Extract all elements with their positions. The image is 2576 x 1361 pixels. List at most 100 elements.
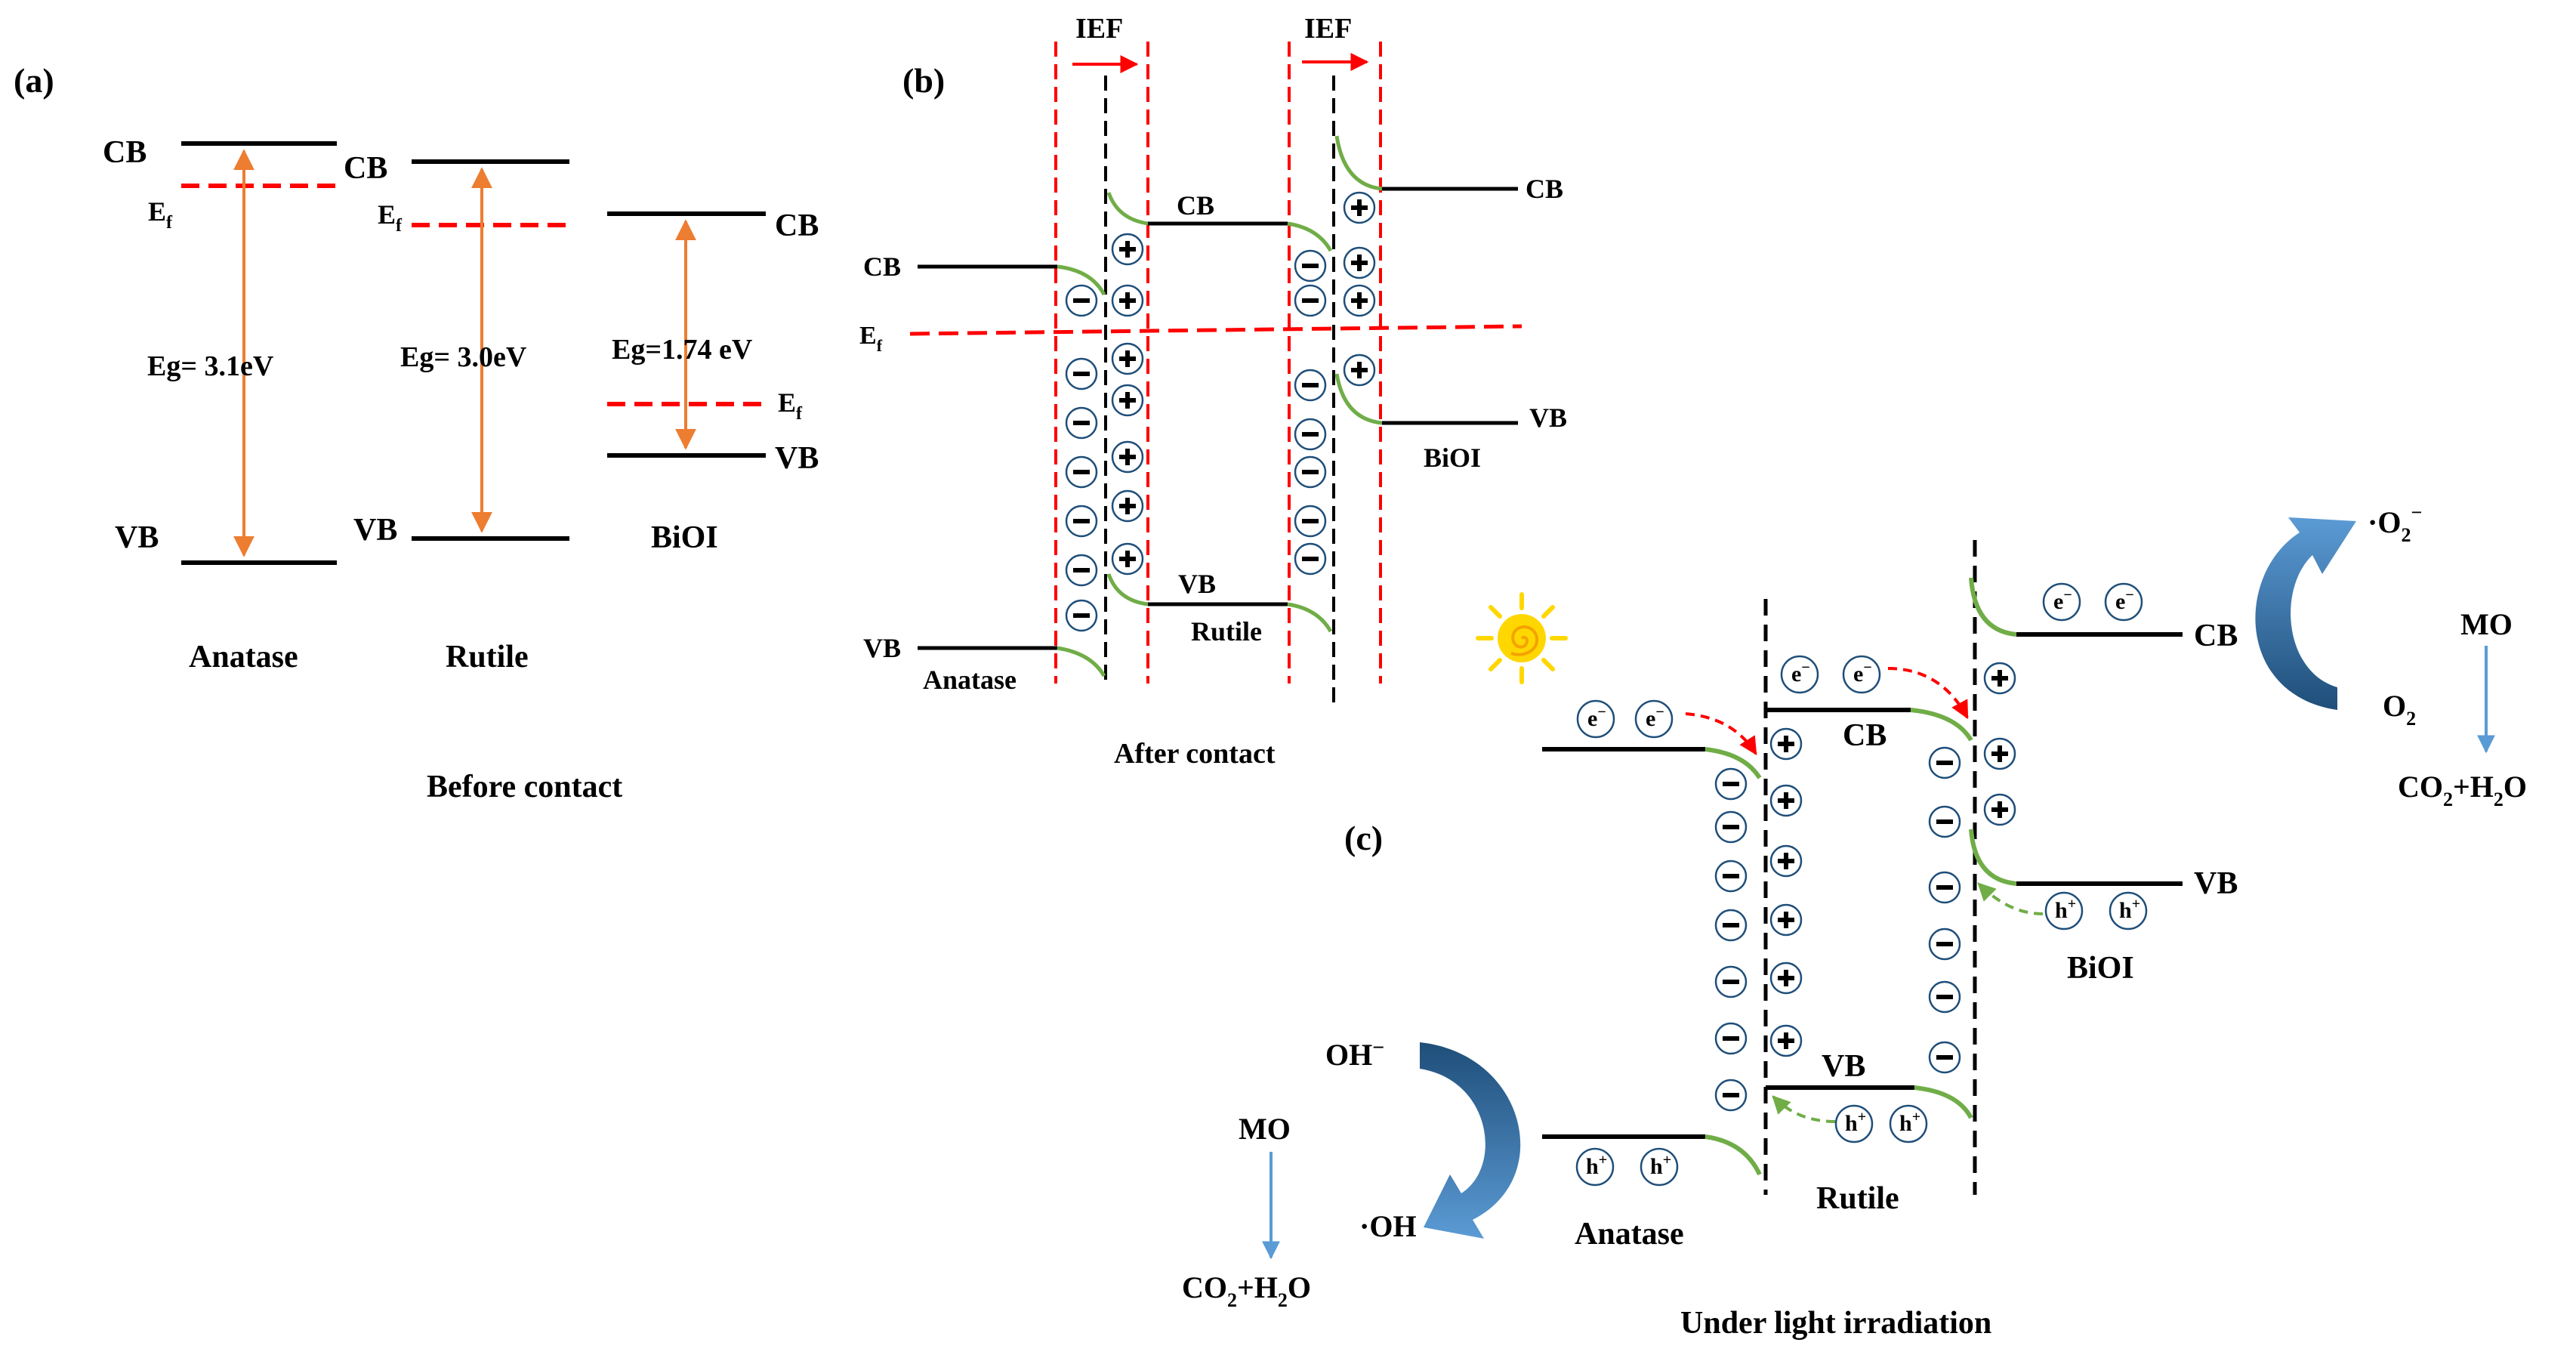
svg-text:Ef: Ef xyxy=(148,196,173,233)
anatase-cb-label: CB xyxy=(103,135,147,170)
negative-charge xyxy=(1928,927,1961,961)
svg-text:e−: e− xyxy=(1646,704,1664,731)
bioi-vb-label: VB xyxy=(775,441,819,476)
svg-text:e−: e− xyxy=(2115,587,2134,614)
rutile-ef-label: E xyxy=(378,199,396,230)
common-fermi-level xyxy=(909,324,1522,336)
negative-charge xyxy=(1714,859,1748,893)
svg-text:·O2−: ·O2− xyxy=(2368,502,2422,546)
bioi-ef-label: E xyxy=(778,387,796,418)
b-anatase-vb: VB xyxy=(863,633,901,663)
superoxide-curved-arrow xyxy=(2255,517,2356,710)
panel-a-label: (a) xyxy=(14,61,54,100)
bioi-ef-sub: f xyxy=(796,404,803,424)
negative-charge xyxy=(1714,965,1748,998)
b-bioi-vb: VB xyxy=(1529,403,1567,433)
anatase-ef-sub: f xyxy=(166,213,173,233)
negative-charge xyxy=(1294,284,1327,317)
svg-text:h+: h+ xyxy=(2119,896,2140,923)
svg-text:e−: e− xyxy=(1853,659,1872,687)
negative-charge xyxy=(1928,1041,1961,1074)
negative-charge xyxy=(1294,505,1327,538)
rutile-eg-label: Eg= 3.0eV xyxy=(400,341,527,373)
positive-charge xyxy=(1343,353,1376,387)
positive-charge xyxy=(1111,284,1144,317)
co2-h2o-right: CO xyxy=(2398,770,2443,804)
rutile-name: Rutile xyxy=(446,640,529,674)
negative-charge xyxy=(1928,871,1961,904)
panel-c-label: (c) xyxy=(1344,819,1383,857)
positive-charge xyxy=(1983,662,2016,695)
c-rutile-name: Rutile xyxy=(1816,1181,1899,1216)
hydroxyl-curved-arrow xyxy=(1420,1042,1521,1239)
bioi-cb-label: CB xyxy=(775,208,819,243)
svg-text:e−: e− xyxy=(2053,587,2072,614)
negative-charge xyxy=(1714,810,1748,844)
rutile-cb-label: CB xyxy=(344,151,387,186)
superoxide-label: ·O xyxy=(2368,505,2401,539)
negative-charge xyxy=(1065,357,1098,390)
positive-charge xyxy=(1769,903,1803,937)
panel-c-caption: Under light irradiation xyxy=(1680,1306,1991,1341)
c-rutile-vb: VB xyxy=(1822,1049,1865,1084)
positive-charge xyxy=(1111,384,1144,417)
electron: e− xyxy=(2042,582,2081,622)
b-rutile-name: Rutile xyxy=(1191,616,1262,647)
panel-b-label: (b) xyxy=(902,61,945,100)
electron: e− xyxy=(1576,699,1615,739)
svg-text:CO2+H2O: CO2+H2O xyxy=(2398,770,2527,810)
anatase-eg-label: Eg= 3.1eV xyxy=(147,350,274,382)
panel-a-caption: Before contact xyxy=(427,770,622,804)
electron-transfer-arrow xyxy=(1887,667,1969,720)
negative-charge xyxy=(1294,542,1327,576)
positive-charge xyxy=(1769,727,1803,761)
negative-charge xyxy=(1714,1022,1748,1055)
electron: e− xyxy=(1842,655,1881,694)
svg-text:OH−: OH− xyxy=(1325,1036,1384,1072)
negative-charge xyxy=(1294,369,1327,402)
rutile-vb-label: VB xyxy=(353,513,397,548)
electron: e− xyxy=(2104,582,2143,622)
panel-b-caption: After contact xyxy=(1114,738,1276,770)
b-bioi-name: BiOI xyxy=(1424,443,1481,473)
positive-charge xyxy=(1769,844,1803,878)
anatase-name: Anatase xyxy=(189,640,298,674)
rutile-ef-sub: f xyxy=(396,216,403,236)
positive-charge xyxy=(1769,1024,1803,1057)
negative-charge xyxy=(1065,284,1098,317)
anatase-ef-label: E xyxy=(148,196,166,227)
positive-charge xyxy=(1343,191,1376,224)
b-bioi-cb: CB xyxy=(1526,174,1563,204)
negative-charge xyxy=(1065,406,1098,440)
negative-charge xyxy=(1928,980,1961,1014)
negative-charge xyxy=(1294,418,1327,451)
negative-charge xyxy=(1294,455,1327,489)
bioi-eg-label: Eg=1.74 eV xyxy=(612,334,753,366)
b-rutile-vb: VB xyxy=(1178,569,1216,599)
svg-text:CO2+H2O: CO2+H2O xyxy=(1182,1270,1311,1311)
hole-transfer-arrow xyxy=(1977,882,2044,915)
positive-charge xyxy=(1111,342,1144,375)
positive-charge xyxy=(1111,440,1144,474)
c-bioi-vb: VB xyxy=(2194,866,2238,901)
negative-charge xyxy=(1065,599,1098,632)
b-anatase-name: Anatase xyxy=(923,665,1017,695)
oxygen-label: O xyxy=(2383,689,2406,723)
negative-charge xyxy=(1928,746,1961,779)
positive-charge xyxy=(1983,737,2016,770)
svg-text:Ef: Ef xyxy=(778,387,803,424)
sun-icon xyxy=(1476,592,1568,684)
mo-label-right: MO xyxy=(2460,607,2513,641)
svg-text:h+: h+ xyxy=(1899,1109,1920,1136)
hole: h+ xyxy=(1834,1104,1874,1143)
mo-label-left: MO xyxy=(1239,1112,1291,1146)
b-ef-sub: f xyxy=(877,336,883,355)
positive-charge xyxy=(1111,542,1144,576)
hole: h+ xyxy=(2044,891,2084,930)
negative-charge xyxy=(1714,767,1748,801)
c-bioi-cb: CB xyxy=(2194,619,2238,653)
positive-charge xyxy=(1111,233,1144,266)
bioi-name: BiOI xyxy=(651,520,718,555)
svg-text:h+: h+ xyxy=(1650,1152,1671,1179)
